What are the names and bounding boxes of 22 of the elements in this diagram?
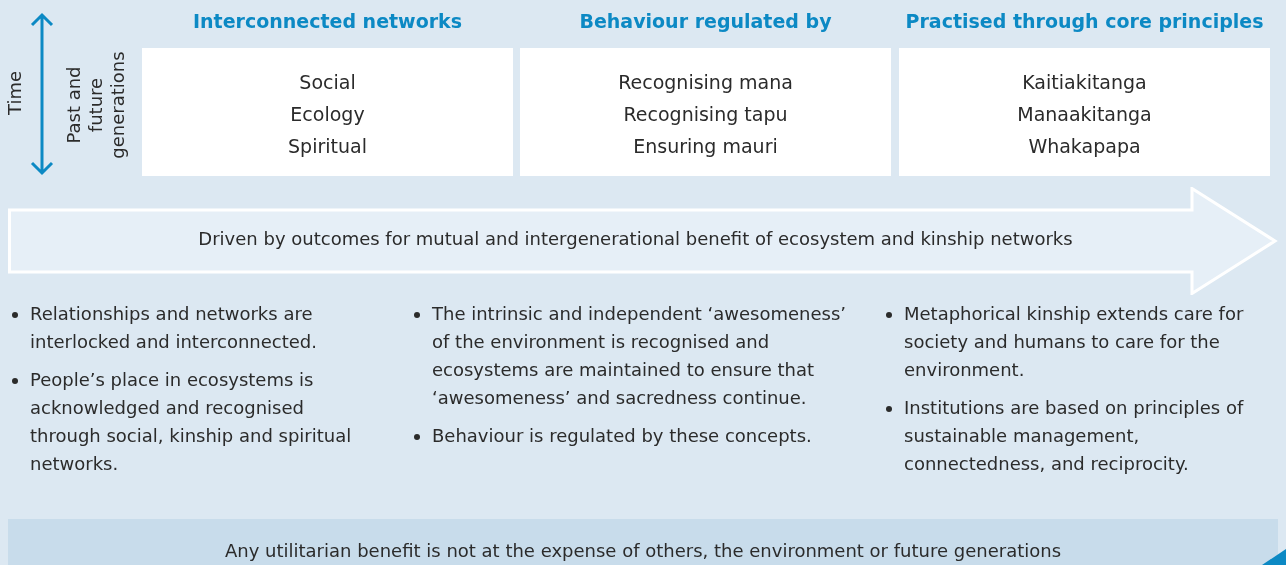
term-text: Recognising tapu <box>622 102 789 127</box>
term-text: Manaakitanga <box>1016 102 1153 127</box>
banner-text: Driven by outcomes for mutual and intergenerational benefit of ecosystem and kinship networks <box>197 227 1074 251</box>
column-heading: Interconnected networks <box>191 10 464 32</box>
column-heading: Behaviour regulated by <box>578 10 833 32</box>
bullet-text: People’s place in ecosystems is acknowledged and recognised through social, kinship and spiritual networks. <box>30 369 352 474</box>
term-text: Kaitiakitanga <box>1021 70 1148 95</box>
term-text: Ecology <box>289 102 366 127</box>
term-text: Spiritual <box>287 134 368 159</box>
bullet-text: Behaviour is regulated by these concepts. <box>432 425 812 446</box>
bullet-text: The intrinsic and independent ‘awesomeness’ of the environment is recognised and ecosystems are maintained to ensure that ‘awesomeness’ and sacredness continue. <box>432 303 847 408</box>
term-text: Ensuring mauri <box>632 134 779 159</box>
axis-label: Time <box>4 69 26 118</box>
axis-label: Past and future generations <box>63 50 129 161</box>
bullet-text: Institutions are based on principles of sustainable management, connectedness, and reciprocity. <box>904 397 1244 474</box>
bullet-text: Metaphorical kinship extends care for society and humans to care for the environment. <box>904 303 1244 380</box>
term-text: Whakapapa <box>1027 134 1142 159</box>
term-text: Social <box>298 70 357 95</box>
note-band: Any utilitarian benefit is not at the expense of others, the environment or future generations <box>8 519 1278 565</box>
term-text: Recognising mana <box>617 70 794 95</box>
bullet-text: Relationships and networks are interlocked and interconnected. <box>30 303 317 352</box>
column-heading: Practised through core principles <box>904 10 1265 32</box>
